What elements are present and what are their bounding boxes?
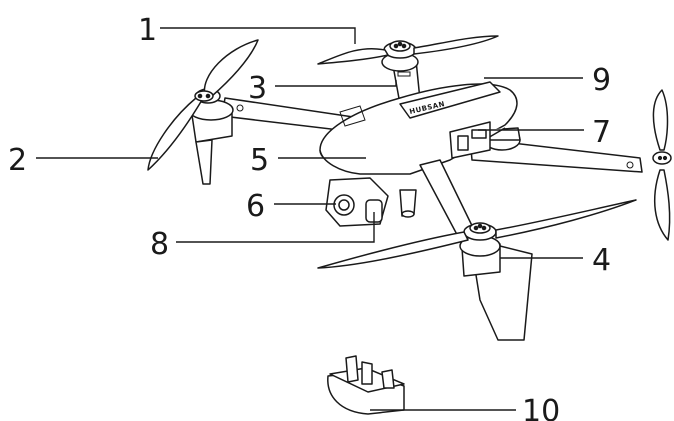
- callout-10: 10: [522, 394, 560, 421]
- callout-9: 9: [592, 63, 611, 98]
- battery: [327, 355, 405, 415]
- callout-1: 1: [138, 13, 157, 48]
- callout-7: 7: [592, 115, 611, 150]
- callout-8: 8: [150, 227, 169, 262]
- leader-lines: [36, 27, 584, 411]
- callout-5: 5: [250, 143, 269, 178]
- callout-6: 6: [246, 189, 265, 224]
- gimbal-camera: [325, 177, 417, 227]
- side-port: [449, 121, 491, 159]
- motor-front-left: [459, 223, 533, 341]
- propeller-rear-left: [147, 39, 259, 171]
- motor-front-right-side: [483, 127, 521, 151]
- propeller-far-right: [652, 89, 672, 241]
- propeller-rear-right: [317, 35, 499, 72]
- callout-3: 3: [248, 71, 267, 106]
- propeller-front-left: [317, 199, 637, 269]
- callout-2: 2: [8, 143, 27, 178]
- callout-labels: 1 2 3 4 5 6 7 8 9 10: [8, 13, 611, 421]
- callout-4: 4: [592, 243, 611, 278]
